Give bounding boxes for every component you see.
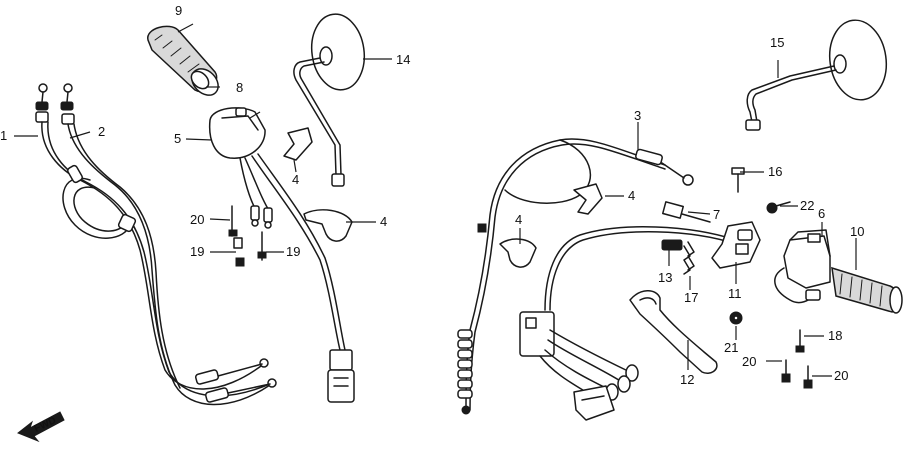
callout-19: 19 bbox=[286, 244, 300, 259]
screws-left bbox=[228, 205, 267, 267]
throttle-cable-adjusters bbox=[35, 83, 75, 125]
callout-4: 4 bbox=[292, 172, 299, 187]
callout-15: 15 bbox=[770, 35, 784, 50]
callout-14: 14 bbox=[396, 52, 410, 67]
callout-7: 7 bbox=[713, 207, 720, 222]
callout-8: 8 bbox=[236, 80, 243, 95]
callout-9: 9 bbox=[175, 3, 182, 18]
callout-20: 20 bbox=[190, 212, 204, 227]
right-handlebar-grip bbox=[831, 266, 903, 314]
left-handlebar-grip bbox=[147, 25, 219, 96]
callout-20: 20 bbox=[742, 354, 756, 369]
callout-16: 16 bbox=[768, 164, 782, 179]
right-mirror bbox=[745, 19, 888, 131]
callout-5: 5 bbox=[174, 131, 181, 146]
callout-4: 4 bbox=[628, 188, 635, 203]
callout-18: 18 bbox=[828, 328, 842, 343]
callout-21: 21 bbox=[724, 340, 738, 355]
wire-clamps-right bbox=[499, 183, 603, 268]
callout-10: 10 bbox=[850, 224, 864, 239]
brake-lever bbox=[629, 290, 718, 374]
throttle-cables bbox=[41, 121, 277, 406]
right-switch-harness bbox=[519, 226, 737, 421]
callout-1: 1 bbox=[0, 128, 7, 143]
callout-12: 12 bbox=[680, 372, 694, 387]
lever-holder bbox=[662, 201, 761, 269]
cable-3 bbox=[457, 138, 694, 415]
callout-4: 4 bbox=[380, 214, 387, 229]
callout-11: 11 bbox=[728, 286, 742, 301]
callout-3: 3 bbox=[634, 108, 641, 123]
callout-17: 17 bbox=[684, 290, 698, 305]
right-switch-housing bbox=[774, 229, 831, 304]
callout-19: 19 bbox=[190, 244, 204, 259]
callout-6: 6 bbox=[818, 206, 825, 221]
wire-clamps-left bbox=[283, 127, 353, 242]
left-mirror bbox=[293, 13, 366, 187]
callout-leaders bbox=[14, 23, 857, 377]
screws-right bbox=[729, 167, 813, 389]
callout-4: 4 bbox=[515, 212, 522, 227]
callout-13: 13 bbox=[658, 270, 672, 285]
arrow-icon bbox=[17, 411, 65, 443]
callout-2: 2 bbox=[98, 124, 105, 139]
forward-direction-marker: FWD bbox=[17, 411, 65, 443]
forward-label: FWD bbox=[33, 415, 58, 435]
spring bbox=[661, 239, 695, 275]
callout-20: 20 bbox=[834, 368, 848, 383]
left-switch-housing bbox=[208, 107, 355, 403]
callout-22: 22 bbox=[800, 198, 814, 213]
callout-numbers: 1 2 3 4 4 4 4 5 6 7 8 9 10 11 12 13 14 1… bbox=[0, 3, 864, 387]
